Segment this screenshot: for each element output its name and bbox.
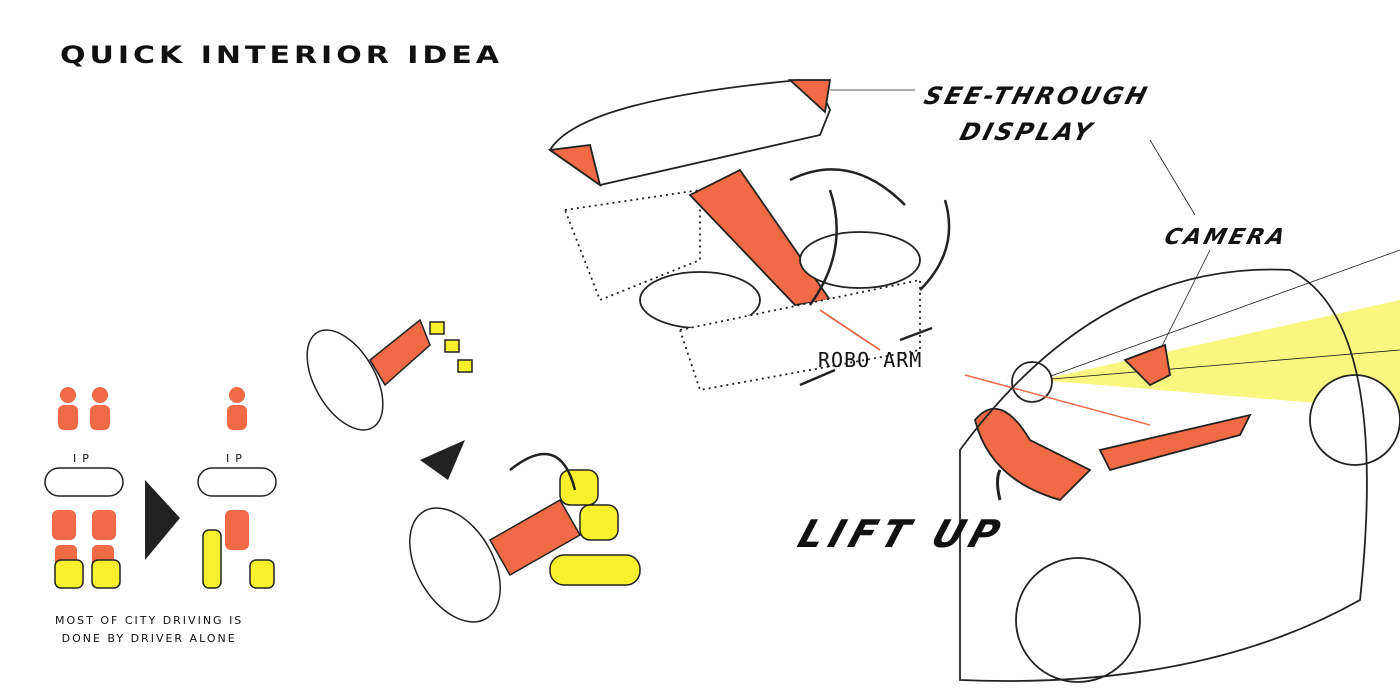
camera-label: CAMERA [1161, 225, 1291, 250]
single-occupant-layout [197, 387, 277, 589]
seat-rotation-sketch-top [306, 318, 473, 431]
lift-up-seat-sketch [959, 139, 1400, 683]
seat-rotation-sketch-bottom [409, 452, 641, 623]
robo-arm-label: ROBO ARM [818, 348, 923, 372]
caption-line1: MOST OF CITY DRIVING IS [55, 614, 244, 627]
arrow-down-icon [420, 440, 465, 480]
two-occupant-layout [44, 387, 124, 589]
see-through-line2: DISPLAY [956, 118, 1098, 146]
caption-line2: DONE BY DRIVER ALONE [61, 632, 237, 645]
lift-up-label: LIFT UP [792, 512, 1012, 556]
ip-label-right: IP [226, 452, 248, 465]
dashboard-robo-arm-sketch [547, 79, 951, 392]
page-title: QUICK INTERIOR IDEA [60, 41, 504, 70]
arrow-right-icon [145, 480, 180, 560]
see-through-display-label: SEE-THROUGH DISPLAY [910, 78, 1153, 150]
caption: MOST OF CITY DRIVING IS DONE BY DRIVER A… [55, 612, 243, 648]
see-through-line1: SEE-THROUGH [921, 82, 1153, 110]
ip-label-left: IP [73, 452, 95, 465]
